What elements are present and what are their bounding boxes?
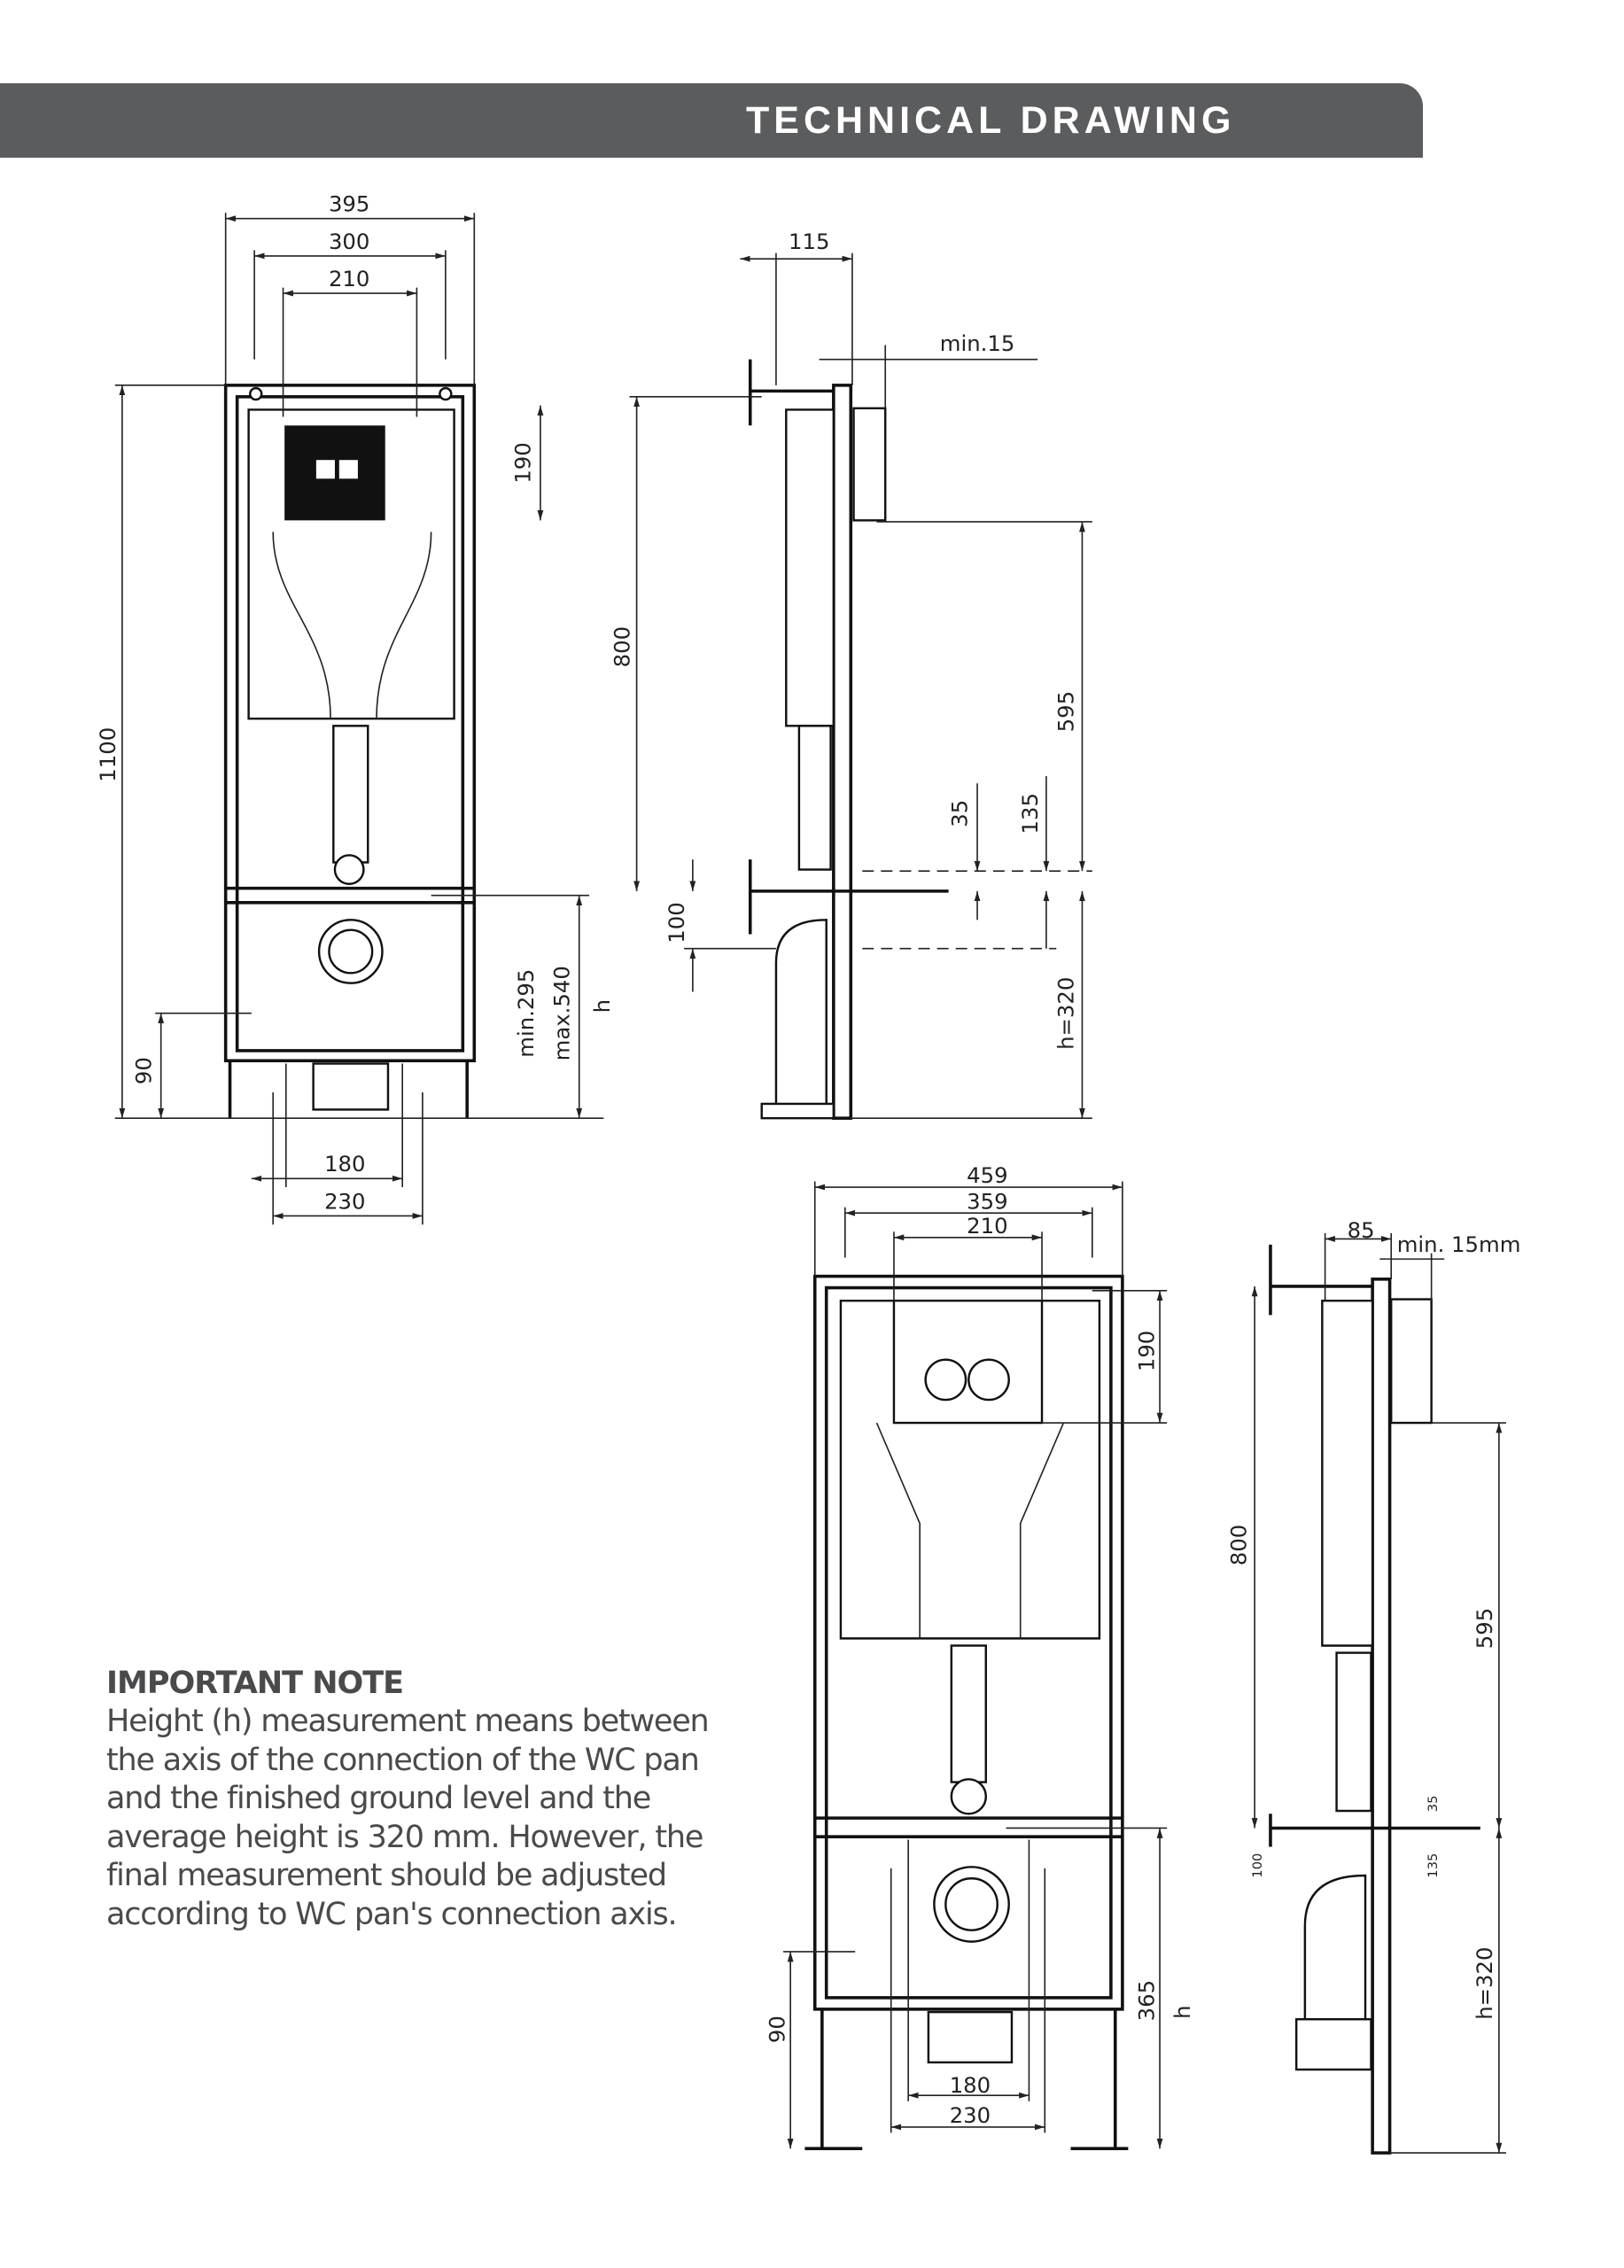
- important-note: IMPORTANT NOTE Height (h) measurement me…: [106, 1666, 744, 1934]
- dim-115: 115: [789, 229, 829, 254]
- dim-459: 459: [967, 1162, 1007, 1188]
- note-line: according to WC pan's connection axis.: [106, 1896, 678, 1932]
- dim-230: 230: [950, 2102, 991, 2128]
- dim-100: 100: [664, 902, 689, 943]
- dim-395: 395: [329, 191, 369, 217]
- side-view-1: 115 min.15 800 595 35 135 100 h=320: [609, 229, 1092, 1120]
- dim-min-295: min.295: [513, 969, 539, 1058]
- dim-595: 595: [1472, 1608, 1497, 1649]
- note-line: and the finished ground level and the: [106, 1781, 651, 1816]
- front-view-2: 459 359 210 190 90 365 h 180 230: [765, 1162, 1195, 2151]
- dim-365: 365: [1134, 1980, 1160, 2021]
- note-line: Height (h) measurement means between: [106, 1704, 710, 1739]
- dim-35: 35: [947, 800, 973, 827]
- front-view-1: 395 300 210 190 1100 90 min.295 max.540 …: [95, 191, 615, 1225]
- dim-h: h: [589, 999, 615, 1013]
- note-line: average height is 320 mm. However, the: [106, 1819, 703, 1855]
- dim-210: 210: [967, 1213, 1007, 1239]
- dim-1100: 1100: [95, 727, 120, 782]
- dim-h-320: h=320: [1472, 1947, 1497, 2020]
- dim-300: 300: [329, 229, 369, 254]
- dim-85: 85: [1348, 1217, 1375, 1243]
- dim-230: 230: [324, 1188, 365, 1214]
- dim-800: 800: [609, 626, 634, 667]
- side-view-2: 85 min. 15mm 800 595 35 135 100 h=320: [1225, 1217, 1521, 2155]
- dim-135: 135: [1426, 1853, 1441, 1878]
- dim-100: 100: [1250, 1853, 1265, 1878]
- dim-135: 135: [1017, 793, 1043, 834]
- dim-min-15mm: min. 15mm: [1397, 1231, 1521, 1257]
- dim-359: 359: [967, 1188, 1007, 1214]
- dim-180: 180: [324, 1151, 365, 1177]
- dim-190: 190: [1134, 1331, 1160, 1371]
- section-header: TECHNICAL DRAWING: [0, 83, 1423, 158]
- dim-90: 90: [130, 1057, 156, 1084]
- note-line: the axis of the connection of the WC pan: [106, 1742, 700, 1778]
- note-line: final measurement should be adjusted: [106, 1858, 667, 1893]
- dim-90: 90: [765, 2016, 790, 2043]
- dim-180: 180: [950, 2072, 991, 2098]
- dim-800: 800: [1225, 1525, 1251, 1565]
- section-title: TECHNICAL DRAWING: [746, 99, 1236, 142]
- dim-210: 210: [329, 266, 369, 291]
- dim-min-15: min.15: [940, 330, 1015, 356]
- dim-h: h: [1169, 2005, 1195, 2018]
- note-title: IMPORTANT NOTE: [106, 1666, 404, 1701]
- dim-h-320: h=320: [1053, 977, 1079, 1050]
- dim-190: 190: [510, 442, 536, 483]
- dim-35: 35: [1426, 1796, 1441, 1813]
- dim-max-540: max.540: [548, 966, 574, 1060]
- dim-595: 595: [1053, 691, 1079, 732]
